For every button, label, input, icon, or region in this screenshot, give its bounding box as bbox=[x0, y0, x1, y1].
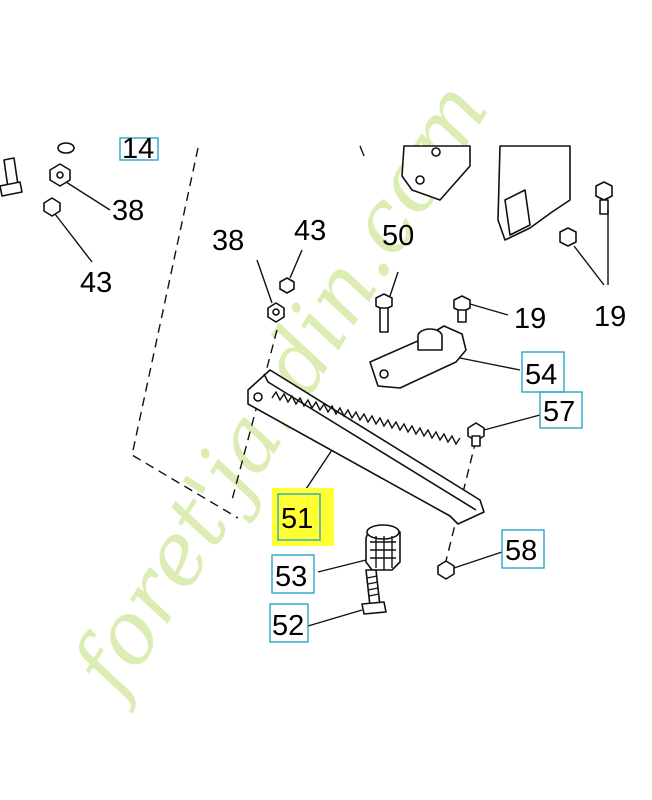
label-57[interactable]: 57 bbox=[543, 396, 575, 428]
rack-bar-51 bbox=[247, 369, 485, 525]
top-left-bolts bbox=[0, 142, 111, 263]
part-labels: 14 38 43 38 43 50 19 19 54 57 51 53 52 5… bbox=[80, 133, 626, 643]
highlight-51 bbox=[272, 488, 334, 546]
upper-bracket bbox=[359, 145, 571, 241]
label-51[interactable]: 51 bbox=[281, 503, 313, 535]
gear-53 bbox=[317, 524, 401, 573]
screw-57 bbox=[467, 414, 541, 447]
label-52[interactable]: 52 bbox=[272, 610, 304, 642]
label-38-left[interactable]: 38 bbox=[112, 195, 144, 227]
label-58[interactable]: 58 bbox=[505, 535, 537, 567]
label-38-center[interactable]: 38 bbox=[212, 225, 244, 257]
label-50[interactable]: 50 bbox=[382, 220, 414, 252]
label-53[interactable]: 53 bbox=[275, 561, 307, 593]
bolt-19-middle bbox=[453, 295, 509, 323]
label-box-51 bbox=[277, 493, 321, 541]
label-43-left[interactable]: 43 bbox=[80, 267, 112, 299]
label-54[interactable]: 54 bbox=[525, 359, 557, 391]
bolt-52 bbox=[307, 569, 387, 627]
pivot-plate-54 bbox=[369, 325, 521, 389]
label-box-14 bbox=[119, 137, 159, 161]
label-14[interactable]: 14 bbox=[122, 133, 154, 165]
bolts-19-right bbox=[559, 181, 613, 286]
label-19-right[interactable]: 19 bbox=[594, 301, 626, 333]
label-box-53 bbox=[271, 554, 315, 594]
bolt-50 bbox=[375, 271, 399, 333]
label-43-center[interactable]: 43 bbox=[294, 215, 326, 247]
label-box-58 bbox=[501, 529, 545, 569]
label-box-52 bbox=[269, 603, 309, 643]
label-19-middle[interactable]: 19 bbox=[514, 303, 546, 335]
nuts-38-43 bbox=[256, 249, 303, 323]
nut-58 bbox=[437, 551, 503, 580]
label-box-57 bbox=[539, 391, 583, 429]
